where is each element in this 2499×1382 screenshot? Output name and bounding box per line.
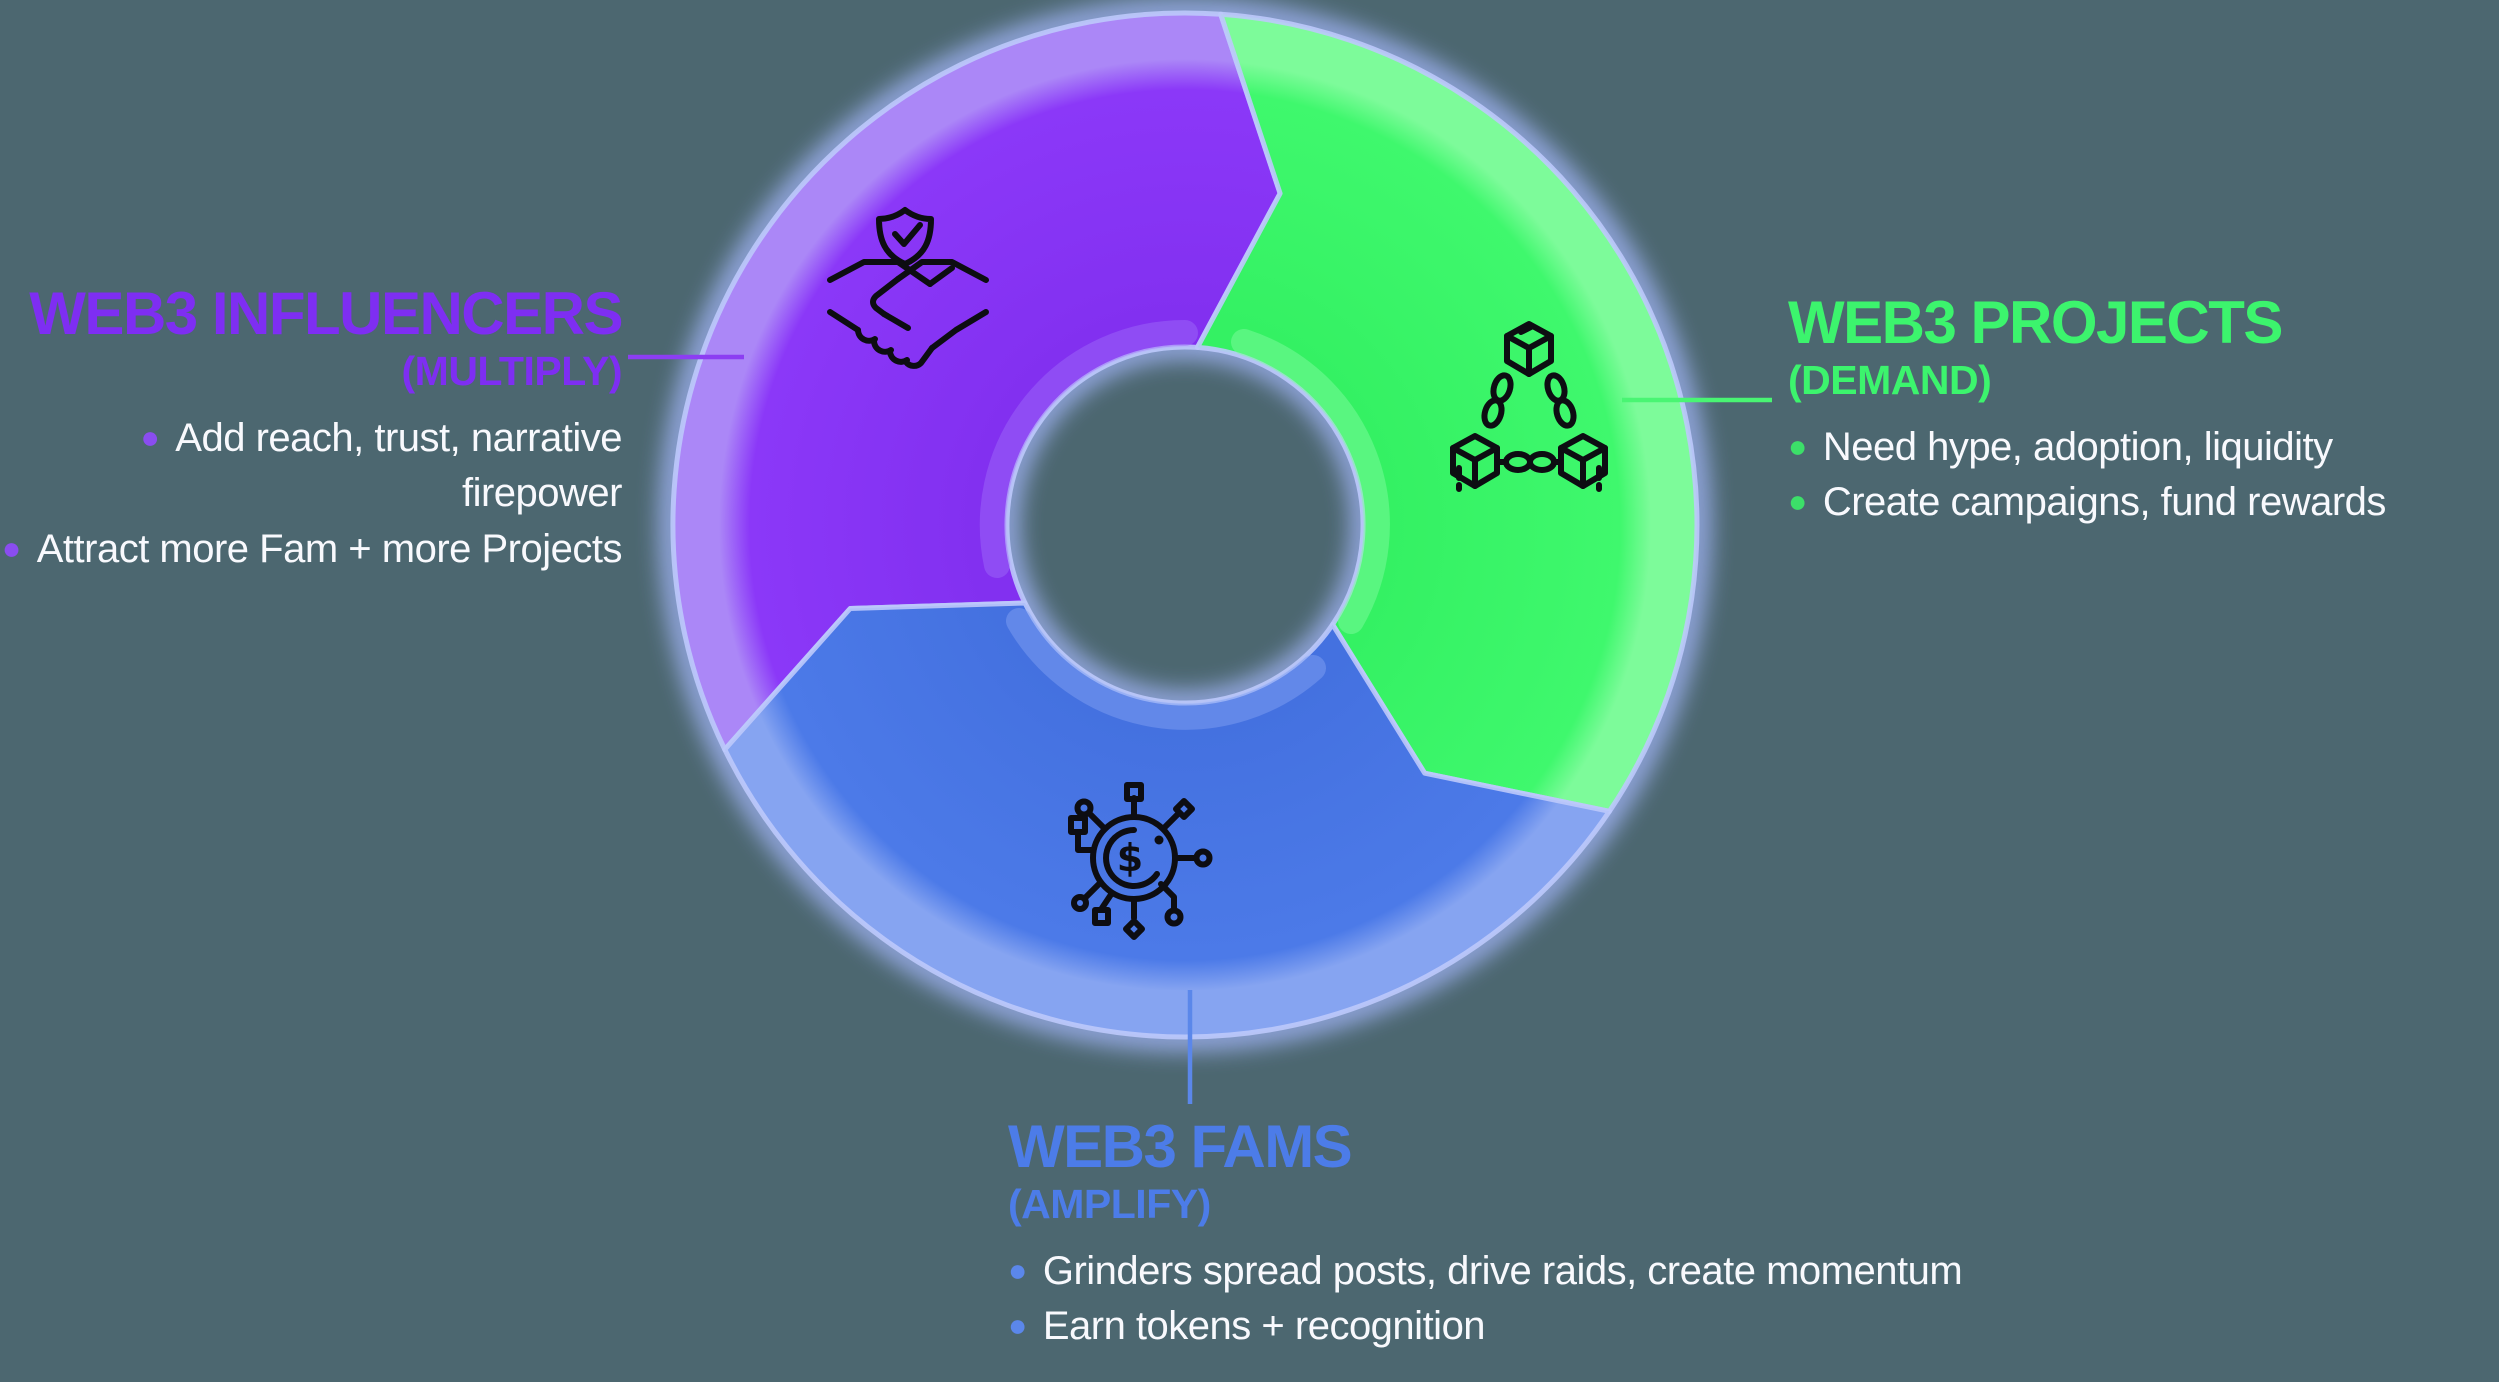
- influencers-title: WEB3 INFLUENCERS: [29, 280, 623, 347]
- section-influencers: WEB3 INFLUENCERS (MULTIPLY) ● Add reach, …: [0, 280, 624, 577]
- bullet-dot: ●: [140, 419, 160, 456]
- shield-check: [892, 222, 923, 247]
- shield-handshake-icon: [827, 207, 989, 369]
- bullet-dot: ●: [1008, 1307, 1027, 1344]
- projects-subtitle: (DEMAND): [1788, 357, 1992, 404]
- bullet-dot: ●: [1, 529, 21, 566]
- bullet-text: Need hype, adoption, liquidity: [1822, 425, 2333, 470]
- connectors: [628, 354, 1772, 1104]
- bullet-dot: ●: [1788, 428, 1807, 465]
- dollar-symbol: $: [1117, 836, 1143, 880]
- bullet-text: Grinders spread posts, drive raids, crea…: [1042, 1249, 1963, 1294]
- projects-bullets: ● Need hype, adoption, liquidity ● Create …: [1788, 420, 2499, 530]
- section-fams: WEB3 FAMS (AMPLIFY) ● Grinders spread pos…: [1008, 1116, 2468, 1355]
- segment-fams-blue: [722, 600, 1612, 1040]
- dollar-network-icon: $: [1068, 782, 1213, 940]
- fams-title: WEB3 FAMS: [1008, 1113, 1353, 1180]
- bullet-text: Attract more Fam + more Projects: [36, 526, 623, 571]
- segment-projects-green: [1194, 11, 1700, 814]
- bullet-text: Earn tokens + recognition: [1042, 1304, 1486, 1349]
- fams-bullets: ● Grinders spread posts, drive raids, cre…: [1008, 1244, 2468, 1354]
- influencers-bullets: ● Add reach, trust, narrative firepower ●…: [0, 411, 623, 577]
- list-item: ● Earn tokens + recognition: [1008, 1299, 2468, 1354]
- bullet-text: Create campaigns, fund rewards: [1822, 480, 2387, 525]
- list-item: ● Attract more Fam + more Projects: [0, 522, 623, 577]
- bullet-dot: ●: [1008, 1252, 1027, 1289]
- bullet-text: Add reach, trust, narrative firepower: [175, 416, 622, 516]
- list-item: ● Add reach, trust, narrative firepower: [0, 411, 622, 521]
- inner-rim-highlights: [979, 319, 1390, 730]
- bullet-dot: ●: [1788, 483, 1807, 520]
- influencers-subtitle: (MULTIPLY): [401, 348, 623, 395]
- list-item: ● Need hype, adoption, liquidity: [1788, 420, 2499, 475]
- blockchain-icon: [1450, 321, 1608, 492]
- section-projects: WEB3 PROJECTS (DEMAND) ● Need hype, adopt…: [1788, 292, 2499, 531]
- projects-title: WEB3 PROJECTS: [1788, 289, 2283, 356]
- segment-influencers-purple: [670, 10, 1283, 752]
- fams-subtitle: (AMPLIFY): [1008, 1181, 1211, 1228]
- list-item: ● Grinders spread posts, drive raids, cre…: [1008, 1244, 2468, 1299]
- list-item: ● Create campaigns, fund rewards: [1788, 475, 2499, 530]
